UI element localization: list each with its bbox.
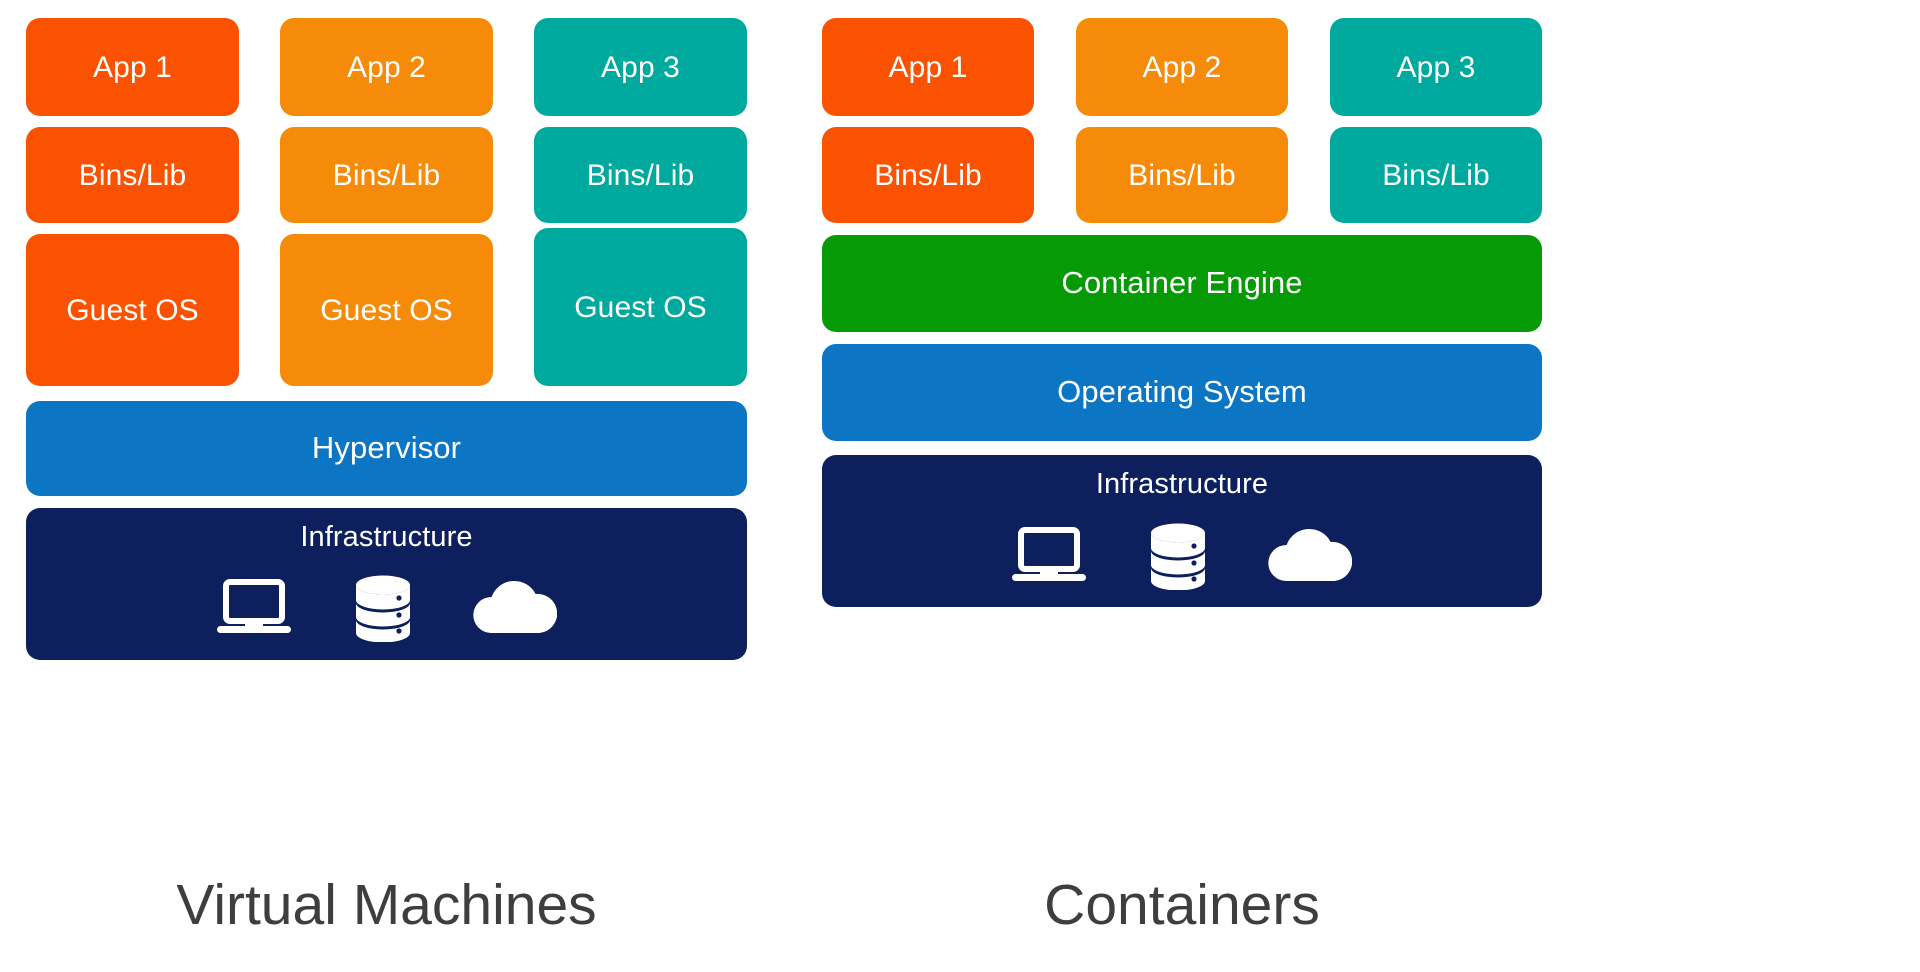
vm-app-3-label: App 3 — [601, 50, 680, 84]
ct-app-1-block[interactable]: App 1 — [822, 18, 1034, 116]
ct-operating-system-label: Operating System — [1057, 374, 1307, 410]
vm-bins-lib-2-label: Bins/Lib — [332, 158, 441, 192]
ct-bins-lib-3-block[interactable]: Bins/Lib — [1330, 127, 1542, 223]
ct-bins-lib-1-label: Bins/Lib — [874, 158, 982, 192]
virtual-machines-caption: Virtual Machines — [176, 873, 597, 937]
cloud-icon — [1266, 528, 1352, 584]
ct-app-3-block[interactable]: App 3 — [1330, 18, 1542, 116]
ct-app-2-label: App 2 — [1142, 50, 1222, 84]
vm-app-2-label: App 2 — [347, 50, 426, 84]
ct-app-1-label: App 1 — [888, 50, 968, 84]
vm-bins-lib-3-label: Bins/Lib — [586, 158, 695, 192]
cloud-icon — [471, 580, 557, 636]
ct-bins-lib-3-label: Bins/Lib — [1382, 158, 1490, 192]
ct-infrastructure-label: Infrastructure — [1095, 468, 1269, 500]
vm-app-1-label: App 1 — [93, 50, 172, 84]
ct-bins-lib-1-block[interactable]: Bins/Lib — [822, 127, 1034, 223]
vm-bins-lib-2-block[interactable]: Bins/Lib — [280, 127, 493, 223]
vm-bins-lib-1-block[interactable]: Bins/Lib — [26, 127, 239, 223]
vm-guest-os-3-block[interactable]: Guest OS — [534, 228, 747, 386]
ct-app-3-label: App 3 — [1396, 50, 1476, 84]
ct-app-2-block[interactable]: App 2 — [1076, 18, 1288, 116]
vm-hypervisor-label: Hypervisor — [311, 430, 462, 466]
vm-bins-lib-1-label: Bins/Lib — [78, 158, 187, 192]
ct-operating-system-block[interactable]: Operating System — [822, 344, 1542, 441]
ct-container-engine-label: Container Engine — [1061, 265, 1303, 301]
vm-app-1-block[interactable]: App 1 — [26, 18, 239, 116]
vm-guest-os-2-label: Guest OS — [320, 293, 453, 327]
laptop-icon — [216, 579, 295, 637]
vm-app-3-block[interactable]: App 3 — [534, 18, 747, 116]
vm-infrastructure-icon-row — [26, 572, 747, 644]
ct-container-engine-block[interactable]: Container Engine — [822, 235, 1542, 332]
vm-bins-lib-3-block[interactable]: Bins/Lib — [534, 127, 747, 223]
vm-guest-os-1-label: Guest OS — [66, 293, 199, 327]
database-icon — [1148, 522, 1208, 590]
database-icon — [353, 574, 413, 642]
vm-hypervisor-block[interactable]: Hypervisor — [26, 401, 747, 496]
vm-guest-os-1-block[interactable]: Guest OS — [26, 234, 239, 386]
ct-infrastructure-icon-row — [822, 520, 1542, 592]
ct-bins-lib-2-label: Bins/Lib — [1128, 158, 1236, 192]
vm-app-2-block[interactable]: App 2 — [280, 18, 493, 116]
vm-guest-os-3-label: Guest OS — [574, 290, 707, 324]
laptop-icon — [1012, 527, 1090, 585]
vm-guest-os-2-block[interactable]: Guest OS — [280, 234, 493, 386]
containers-caption: Containers — [1044, 873, 1320, 937]
vm-infrastructure-label: Infrastructure — [300, 521, 473, 553]
ct-bins-lib-2-block[interactable]: Bins/Lib — [1076, 127, 1288, 223]
